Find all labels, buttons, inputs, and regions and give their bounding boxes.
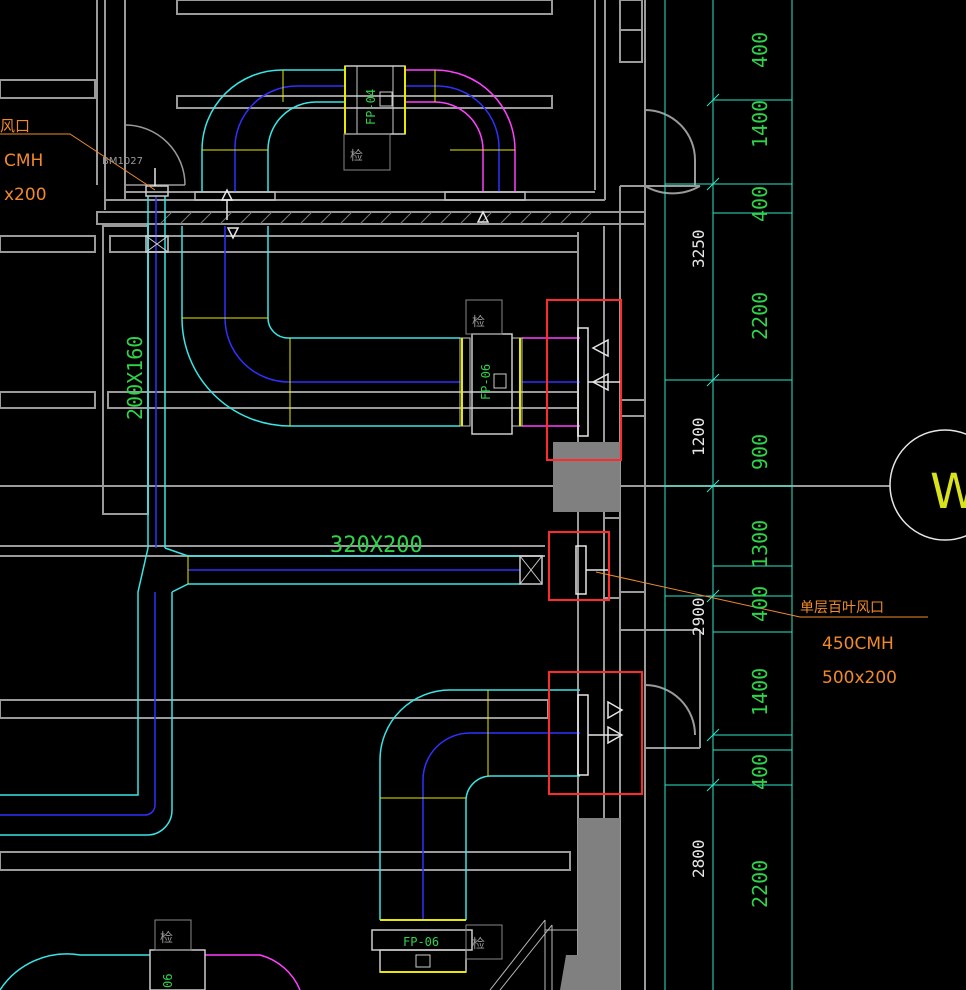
dim-inner-4: 2200 bbox=[748, 292, 772, 340]
stair-hatch bbox=[489, 919, 578, 990]
duct-horizontal-label: 320X200 bbox=[330, 533, 423, 558]
dimension-inner: 400 1400 400 2200 900 1300 400 1400 400 … bbox=[748, 32, 772, 908]
callout-right: 单层百叶风口 450CMH 500x200 bbox=[800, 600, 897, 688]
callout-left-line1: 风口 bbox=[0, 117, 30, 135]
dim-inner-5: 900 bbox=[748, 434, 772, 470]
callout-right-line3: 500x200 bbox=[822, 668, 897, 688]
dimension-grid bbox=[664, 0, 793, 990]
callout-left-line2: CMH bbox=[4, 151, 43, 171]
fan-coil-fp04[interactable]: FP-04 检 bbox=[343, 65, 406, 171]
dim-inner-1: 400 bbox=[748, 32, 772, 68]
door-tag: BM1027 bbox=[102, 156, 143, 167]
fp04-label: FP-04 bbox=[364, 89, 378, 125]
dim-inner-7: 400 bbox=[748, 586, 772, 622]
dim-inner-2: 1400 bbox=[748, 100, 772, 148]
dim-outer-1: 3250 bbox=[689, 229, 708, 268]
axis-bubble: W bbox=[889, 429, 966, 541]
fp06-bottom-label: FP-06 bbox=[403, 935, 439, 949]
highlight-boxes bbox=[546, 299, 643, 795]
columns bbox=[553, 442, 620, 990]
dim-inner-8: 1400 bbox=[748, 668, 772, 716]
fp06-bl-check: 检 bbox=[160, 931, 173, 946]
fp06-bottom-check: 检 bbox=[472, 937, 485, 952]
fan-coil-fp06-mid[interactable]: FP-06 检 bbox=[459, 299, 523, 435]
callout-right-line2: 450CMH bbox=[822, 634, 894, 654]
fp06-mid-check: 检 bbox=[472, 315, 485, 330]
dim-outer-4: 2800 bbox=[689, 839, 708, 878]
callout-left-line3: x200 bbox=[4, 185, 47, 205]
duct-fp06-mid bbox=[181, 226, 580, 427]
duct-fp06-bottom bbox=[379, 689, 580, 920]
fan-coil-fp06-bottom[interactable]: FP-06 检 bbox=[371, 919, 503, 973]
fp06-bl-label: 06 bbox=[161, 974, 175, 988]
dim-inner-6: 1300 bbox=[748, 520, 772, 568]
duct-fp04 bbox=[194, 69, 526, 201]
dim-inner-3: 400 bbox=[748, 186, 772, 222]
fp06-mid-label: FP-06 bbox=[479, 364, 493, 400]
beam-hatch bbox=[159, 211, 593, 225]
dim-inner-10: 2200 bbox=[748, 860, 772, 908]
fan-coil-bottom-left[interactable]: 06 检 bbox=[0, 919, 301, 990]
dim-outer-3: 2900 bbox=[689, 597, 708, 636]
duct-exhaust bbox=[0, 185, 543, 836]
dim-outer-2: 1200 bbox=[689, 417, 708, 456]
duct-vertical-label: 200X160 bbox=[123, 336, 147, 420]
axis-bubble-label: W bbox=[930, 464, 966, 520]
callout-left: 风口 CMH x200 bbox=[0, 117, 47, 205]
callout-right-line1: 单层百叶风口 bbox=[800, 600, 884, 616]
leaders bbox=[0, 133, 928, 618]
fp04-check: 检 bbox=[350, 149, 363, 164]
grilles bbox=[154, 168, 624, 776]
dim-inner-9: 400 bbox=[748, 754, 772, 790]
dimension-outer: 3250 1200 2900 2800 bbox=[689, 229, 708, 878]
